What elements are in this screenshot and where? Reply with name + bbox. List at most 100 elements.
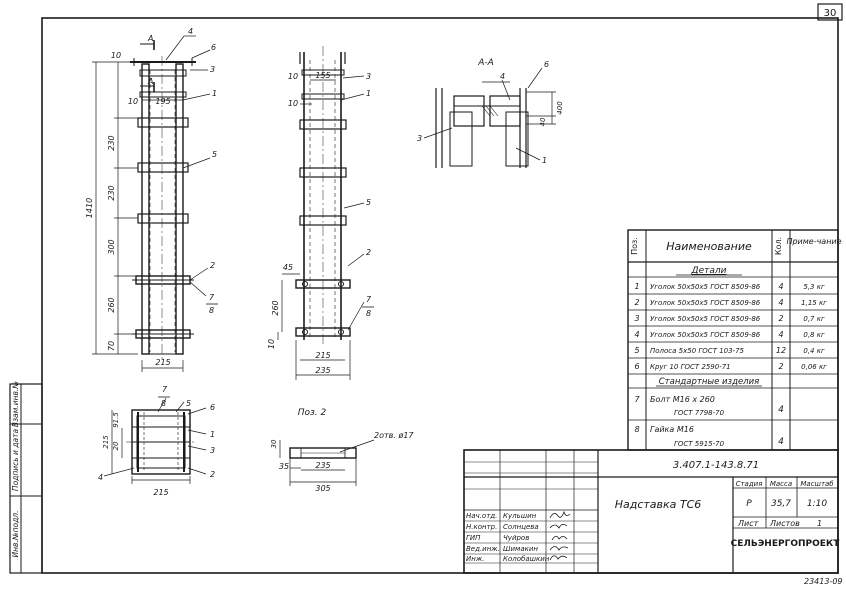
org-name: СЕЛЬЭНЕРГОПРОЕКТ: [731, 539, 841, 549]
dim-plan-215: 215: [153, 488, 168, 497]
side-callout-2: 2: [366, 248, 371, 257]
spec-row-6-name: Круг 10 ГОСТ 2590-71: [650, 363, 731, 371]
spec-row-4-name: Уголок 50х50х5 ГОСТ 8509-86: [650, 331, 761, 339]
side-view: [295, 46, 351, 346]
callout-7: 7: [209, 293, 215, 302]
callout-5: 5: [212, 150, 217, 159]
side-label-inventory: Инв.№подл.: [11, 511, 20, 558]
plan-callout-4: 4: [98, 473, 103, 482]
side-view-callout-leaders: [340, 75, 365, 331]
spec-table-grid: [627, 229, 839, 451]
section-title: А-А: [477, 58, 494, 68]
plan-callout-7: 7: [162, 385, 168, 394]
sign-name-4: Шимакин: [503, 545, 538, 553]
cut-mark-bottom: А: [147, 77, 153, 86]
sheet-number: 30: [824, 8, 837, 19]
sign-role-1: Нач.отд.: [466, 512, 497, 520]
side-label-signature: Подпись и дата: [11, 429, 20, 492]
plan-callout-2: 2: [210, 470, 215, 479]
sign-role-3: ГИП: [466, 534, 481, 542]
spec-row-4-qty: 4: [778, 330, 783, 339]
dim-side-45: 45: [283, 263, 293, 272]
dim-plan-20: 20: [112, 441, 120, 450]
callout-1: 1: [212, 89, 217, 98]
hole-note: 2отв. ø17: [374, 431, 414, 440]
section-callout-3: 3: [417, 134, 422, 143]
side-callout-7: 7: [366, 295, 372, 304]
dim-plan-215-vertical: 215: [102, 435, 110, 449]
plan-callout-8: 8: [161, 399, 166, 408]
dim-main-230a: 230: [107, 135, 116, 150]
dim-main-10: 10: [128, 97, 138, 106]
section-callout-4: 4: [500, 72, 505, 81]
plan-callout-1: 1: [210, 430, 215, 439]
side-callout-1: 1: [366, 89, 371, 98]
section-a-a: [435, 81, 556, 168]
spec-row-7-name: Болт М16 х 260: [650, 395, 715, 404]
dim-main-195: 195: [155, 97, 170, 106]
corner-code: 23413-09: [804, 577, 843, 586]
title-block-grid: [463, 449, 839, 574]
spec-row-8-qty: 4: [778, 437, 784, 447]
doc-code: 3.407.1-143.8.71: [673, 460, 759, 471]
spec-row-6-pos: 6: [634, 362, 639, 371]
spec-row-7-pos: 7: [634, 395, 640, 404]
sheets-count: 1: [817, 519, 822, 528]
dim-section-400: 400: [556, 101, 564, 115]
dim-main-215: 215: [155, 358, 170, 367]
side-view-dimension-lines: [277, 79, 351, 380]
callout-4: 4: [188, 27, 193, 36]
spec-header-pos: Поз.: [630, 237, 639, 255]
spec-row-8-pos: 8: [634, 425, 639, 434]
dim-side-260: 260: [271, 300, 280, 315]
dim-side-10-bottom: 10: [267, 339, 276, 349]
scale-label: Масштаб: [800, 480, 834, 488]
dim-main-top-10: 10: [111, 51, 121, 60]
stage-label: Стадия: [736, 480, 763, 488]
spec-row-4-pos: 4: [634, 330, 639, 339]
spec-row-3-qty: 2: [778, 314, 783, 323]
spec-row-7-qty: 4: [778, 405, 784, 415]
front-view: [130, 40, 196, 360]
doc-title: Надставка ТС6: [615, 498, 702, 511]
dim-side-235: 235: [315, 366, 330, 375]
spec-row-6-note: 0,06 кг: [801, 363, 827, 371]
dim-main-300: 300: [107, 239, 116, 254]
spec-row-3-note: 0,7 кг: [803, 315, 825, 323]
spec-row-5-note: 0,4 кг: [803, 347, 825, 355]
sign-name-5: Колобашкин: [503, 555, 550, 563]
plan-callout-6: 6: [210, 403, 215, 412]
front-view-dimension-lines: [92, 61, 184, 372]
dim-plan-91-5: 91.5: [112, 412, 120, 428]
spec-row-8-sub: ГОСТ 5915-70: [674, 440, 725, 448]
sign-name-2: Солнцева: [503, 523, 539, 531]
sign-name-1: Кульшин: [503, 512, 537, 520]
sign-name-3: Чуйров: [503, 534, 529, 542]
dim-side-10: 10: [288, 99, 298, 108]
dim-main-70: 70: [107, 341, 116, 351]
spec-header-note: Приме-чание: [786, 237, 841, 246]
dim-pos2-235: 235: [315, 461, 330, 470]
spec-row-1-qty: 4: [778, 282, 783, 291]
side-label-replace: Взам.инв.№: [11, 381, 20, 427]
handwritten-signatures: [549, 510, 571, 561]
front-view-callout-leaders: [165, 35, 211, 297]
plan-callout-5: 5: [186, 399, 191, 408]
spec-row-5-name: Полоса 5х50 ГОСТ 103-75: [650, 347, 745, 355]
spec-row-6-qty: 2: [778, 362, 783, 371]
dim-side-215: 215: [315, 351, 330, 360]
callout-8: 8: [209, 306, 214, 315]
callout-6: 6: [211, 43, 216, 52]
spec-section-std: Стандартные изделия: [659, 377, 760, 387]
dim-pos2-35: 35: [279, 462, 289, 471]
spec-row-5-pos: 5: [634, 346, 639, 355]
section-callout-1: 1: [542, 156, 547, 165]
spec-header-qty: Кол.: [774, 237, 783, 255]
callout-2: 2: [210, 261, 215, 270]
spec-section-details: Детали: [691, 266, 727, 276]
dim-main-260: 260: [107, 297, 116, 312]
sign-role-5: Инж.: [466, 555, 484, 563]
spec-row-5-qty: 12: [776, 346, 786, 355]
spec-row-2-pos: 2: [634, 298, 639, 307]
plan-view: [111, 409, 196, 484]
